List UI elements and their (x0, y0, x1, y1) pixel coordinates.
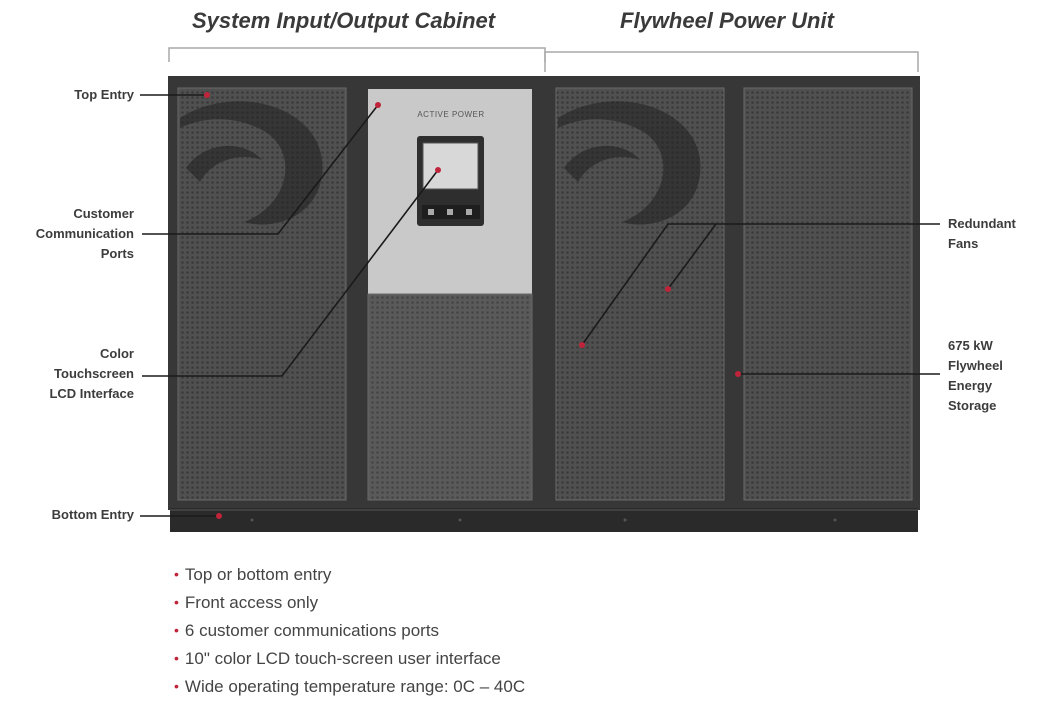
feature-item: •10" color LCD touch-screen user interfa… (174, 649, 501, 668)
feature-item: •Top or bottom entry (174, 565, 332, 584)
cabinet-base (170, 508, 918, 532)
lcd-screen (422, 142, 479, 190)
swirl-logo-right (558, 101, 701, 225)
bottom-entry-label: Bottom Entry (51, 507, 134, 522)
io-cabinet-bracket (168, 47, 546, 62)
callout-markers (204, 92, 741, 519)
door-2-lower-mesh (367, 293, 533, 501)
ports-leader (142, 104, 379, 235)
touchscreen-label: Color Touchscreen LCD Interface (49, 346, 134, 401)
swirl-logo-left (180, 101, 323, 225)
energy-storage-label: 675 kW Flywheel Energy Storage (948, 338, 1003, 413)
leader-lines (140, 94, 940, 517)
feature-item: •6 customer communications ports (174, 621, 440, 640)
redundant-fans-label: Redundant Fans (948, 216, 1016, 251)
feature-list: •Top or bottom entry •Front access only … (174, 561, 525, 701)
customer-ports-label: Customer Communication Ports (35, 206, 134, 261)
feature-item: •Front access only (174, 593, 319, 612)
flywheel-bracket (544, 51, 919, 72)
touchscreen-leader (142, 169, 439, 377)
bullet-icon: • (174, 594, 179, 610)
bullet-icon: • (174, 678, 179, 694)
flywheel-unit-title: Flywheel Power Unit (620, 8, 834, 33)
bullet-icon: • (174, 650, 179, 666)
door-1-panel (177, 87, 347, 501)
fans-leader-1 (581, 223, 940, 346)
fans-leader-2 (667, 223, 717, 290)
feature-item: •Wide operating temperature range: 0C – … (174, 677, 526, 696)
io-cabinet-title: System Input/Output Cabinet (192, 8, 496, 33)
door-3-panel (555, 87, 725, 501)
bullet-icon: • (174, 622, 179, 638)
door-4-panel (743, 87, 913, 501)
top-entry-label: Top Entry (74, 87, 134, 102)
brand-label: ACTIVE POWER (417, 110, 485, 119)
bullet-icon: • (174, 566, 179, 582)
